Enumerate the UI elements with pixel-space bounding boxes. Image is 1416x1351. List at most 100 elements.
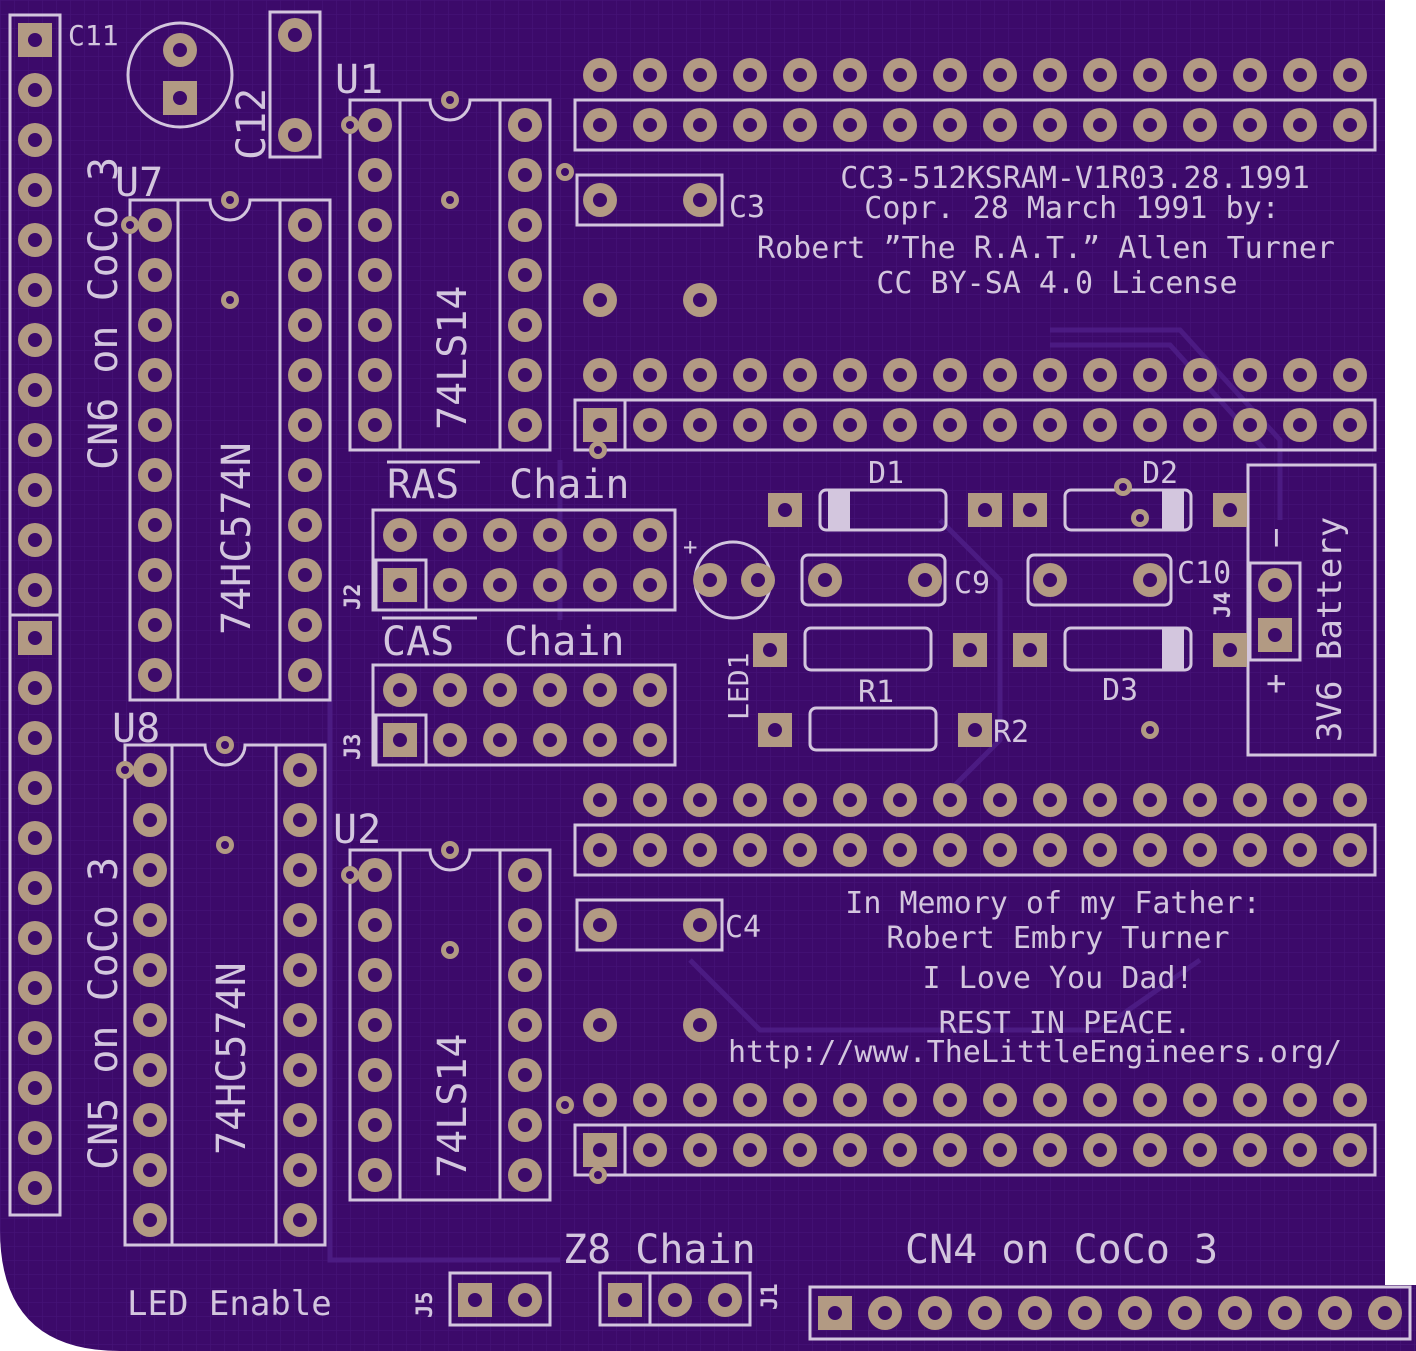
pad-hole — [793, 1093, 807, 1107]
pad-hole — [978, 1306, 992, 1320]
pad-hole — [693, 918, 707, 932]
pad-hole — [368, 968, 382, 982]
pad-hole — [943, 793, 957, 807]
pad-hole — [518, 268, 532, 282]
u7-refdes: U7 — [115, 160, 163, 206]
pad-hole — [298, 318, 312, 332]
silkscreen-text: CC3-512KSRAM-V1R03.28.1991 Copr. 28 Marc… — [68, 19, 1350, 1324]
pad-hole — [793, 418, 807, 432]
pad-hole — [893, 1093, 907, 1107]
pad-hole — [1093, 118, 1107, 132]
pad-hole — [963, 643, 977, 657]
pad-hole — [1128, 1306, 1142, 1320]
pad-hole — [518, 1068, 532, 1082]
pad-hole — [1343, 1093, 1357, 1107]
pad-hole — [843, 418, 857, 432]
d1-refdes: D1 — [868, 456, 904, 491]
pad-hole — [368, 418, 382, 432]
d2-refdes: D2 — [1142, 456, 1178, 491]
pad-hole — [148, 218, 162, 232]
pad-hole — [518, 218, 532, 232]
pad-hole — [148, 518, 162, 532]
pad-hole — [943, 1143, 957, 1157]
pad-hole — [918, 573, 932, 587]
pad-hole — [1193, 843, 1207, 857]
pad-hole — [643, 578, 657, 592]
pad-hole — [368, 118, 382, 132]
pad-hole — [1293, 68, 1307, 82]
pad-hole — [593, 528, 607, 542]
pad-hole — [1378, 1306, 1392, 1320]
pad-hole — [1143, 68, 1157, 82]
pad-hole — [693, 68, 707, 82]
c9-refdes: C9 — [954, 566, 990, 601]
pad-hole — [293, 1013, 307, 1027]
via-hole — [446, 196, 454, 204]
pad-hole — [1243, 418, 1257, 432]
pad-hole — [518, 1018, 532, 1032]
pad-hole — [518, 168, 532, 182]
pad-hole — [298, 618, 312, 632]
pad-hole — [1143, 573, 1157, 587]
pad-hole — [1043, 68, 1057, 82]
pad-hole — [148, 268, 162, 282]
pad-hole — [693, 118, 707, 132]
pad-hole — [793, 68, 807, 82]
u8-refdes: U8 — [112, 706, 160, 752]
pad-hole — [593, 683, 607, 697]
pad-hole — [368, 268, 382, 282]
pad-hole — [843, 118, 857, 132]
pad-hole — [618, 1293, 632, 1307]
pad-hole — [1093, 368, 1107, 382]
pad-hole — [943, 368, 957, 382]
pad-hole — [298, 468, 312, 482]
pad-hole — [1193, 1093, 1207, 1107]
pad-hole — [943, 1093, 957, 1107]
pad-hole — [1293, 1093, 1307, 1107]
pad-hole — [543, 528, 557, 542]
pad-hole — [518, 1293, 532, 1307]
pad-hole — [443, 528, 457, 542]
pad-hole — [28, 383, 42, 397]
cn4-label: CN4 on CoCo 3 — [905, 1227, 1218, 1273]
pad-hole — [843, 843, 857, 857]
pad-hole — [1193, 118, 1207, 132]
via-hole — [1119, 483, 1127, 491]
pad-hole — [943, 118, 957, 132]
pad-hole — [893, 418, 907, 432]
u2-refdes: U2 — [333, 807, 381, 853]
pad-hole — [1143, 1093, 1157, 1107]
pad-hole — [1278, 1306, 1292, 1320]
pad-hole — [993, 1093, 1007, 1107]
battery-label: 3V6 Battery — [1310, 517, 1350, 742]
pad-hole — [778, 503, 792, 517]
pad-hole — [1093, 1093, 1107, 1107]
header-line1: CC3-512KSRAM-V1R03.28.1991 — [840, 161, 1310, 196]
pad-hole — [693, 843, 707, 857]
pad-hole — [293, 913, 307, 927]
pad-hole — [148, 368, 162, 382]
pad-hole — [718, 1293, 732, 1307]
pad-hole — [28, 333, 42, 347]
pad-hole — [1268, 578, 1282, 592]
pad-hole — [293, 963, 307, 977]
pad-hole — [368, 1068, 382, 1082]
pad-hole — [1293, 793, 1307, 807]
ras-label-suffix: Chain — [485, 462, 630, 508]
pad-hole — [1193, 368, 1207, 382]
pad-hole — [743, 68, 757, 82]
pad-hole — [593, 118, 607, 132]
pad-hole — [743, 368, 757, 382]
pad-hole — [148, 618, 162, 632]
pad-hole — [28, 731, 42, 745]
cas-label-suffix: Chain — [480, 619, 625, 665]
pad-hole — [743, 1143, 757, 1157]
pad-hole — [368, 318, 382, 332]
c10-refdes: C10 — [1177, 556, 1231, 591]
via-hole — [346, 121, 354, 129]
pad-hole — [843, 1143, 857, 1157]
pad-hole — [28, 433, 42, 447]
pad-hole — [368, 368, 382, 382]
pad-hole — [1293, 118, 1307, 132]
j5-refdes: J5 — [413, 1292, 438, 1319]
